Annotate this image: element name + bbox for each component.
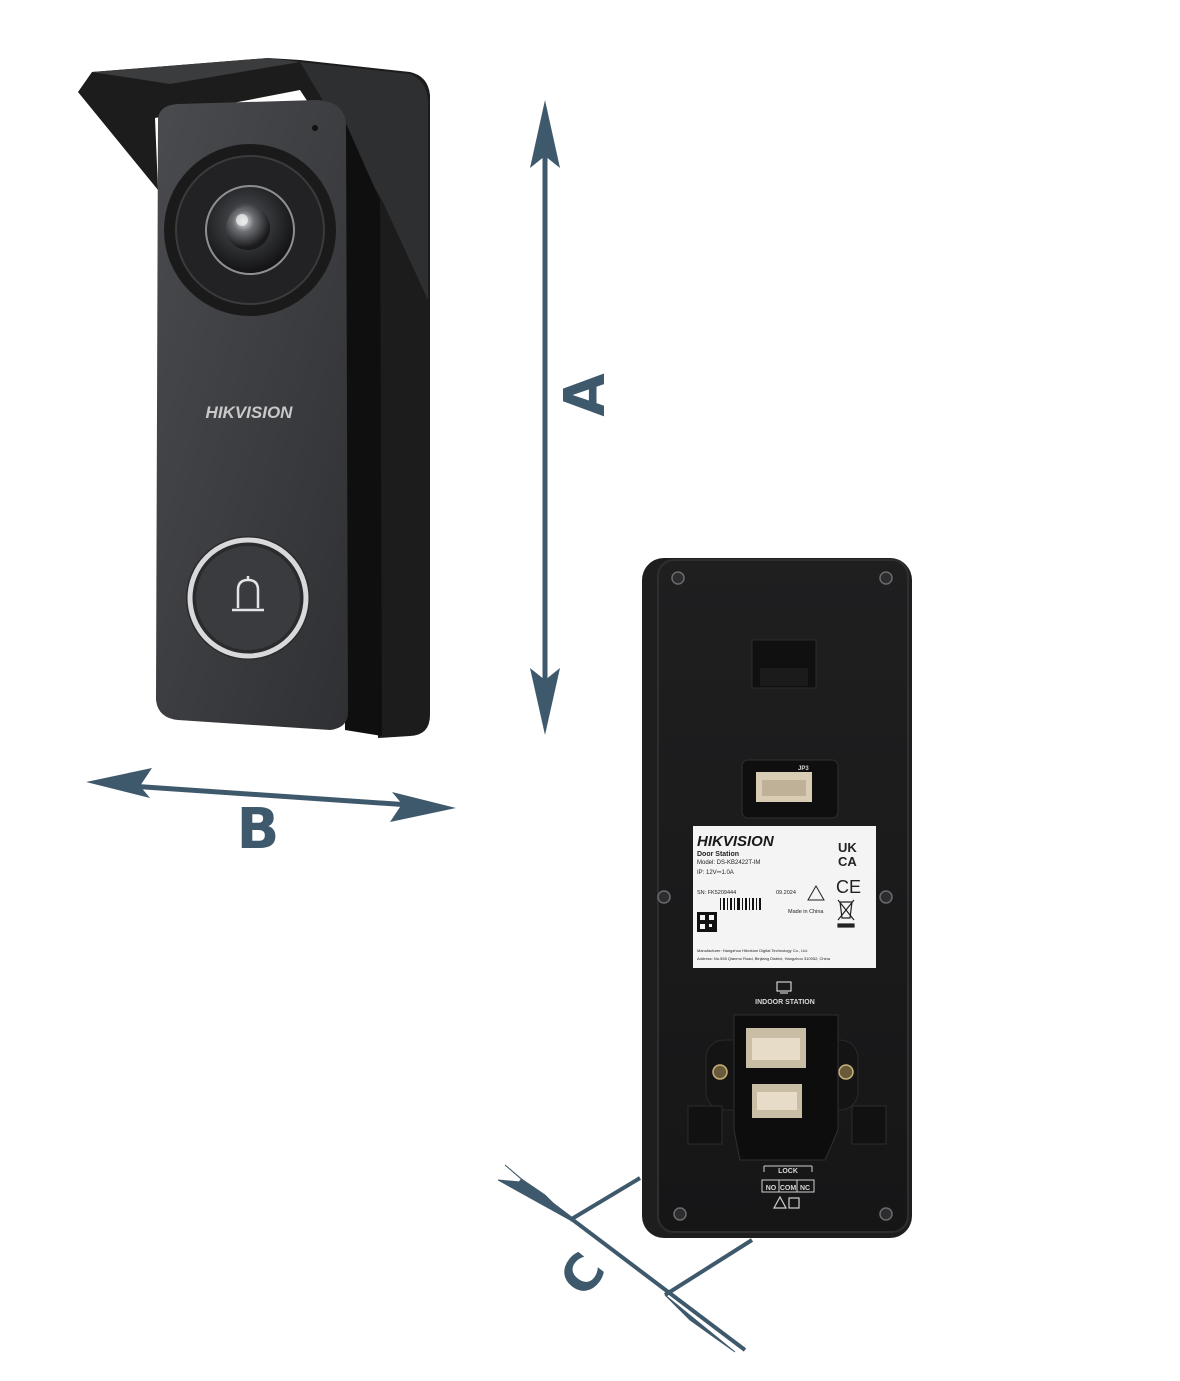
lock-marking xyxy=(761,1165,815,1209)
ce-mark: CE xyxy=(836,877,861,897)
bell-icon xyxy=(232,576,264,612)
weee-bin-icon xyxy=(837,899,855,928)
back-view: JP3 HIKVISION Door Station Model: DS-KB2… xyxy=(642,558,912,1238)
barcode xyxy=(720,898,761,910)
label-date: 09.2024 xyxy=(776,890,796,896)
jumper-label: JP3 xyxy=(798,766,809,772)
dimension-c-label: C xyxy=(548,1242,616,1307)
connector-block xyxy=(705,1014,859,1161)
indoor-station-label: INDOOR STATION xyxy=(755,999,815,1006)
dimension-b xyxy=(86,768,456,822)
monitor-icon xyxy=(776,981,792,994)
rcm-mark-icon xyxy=(807,884,825,901)
screw-icons xyxy=(657,571,893,1221)
call-button xyxy=(186,536,310,660)
label-origin: Made in China xyxy=(788,909,824,915)
label-address: Address: No.555 Qianmo Road, Binjiang Di… xyxy=(697,956,831,961)
lock-label: LOCK xyxy=(778,1168,798,1175)
camera-lens-icon xyxy=(164,125,336,316)
label-brand: HIKVISION xyxy=(697,833,775,850)
qr-code xyxy=(697,912,717,932)
dimension-a xyxy=(530,100,560,735)
ukca-mark-top: UK xyxy=(838,840,857,855)
lock-terminal-no: NO xyxy=(766,1185,777,1192)
dimension-b-label: B xyxy=(237,797,280,862)
front-brand-logo: HIKVISION xyxy=(206,403,294,422)
label-serial: SN: FK5209444 xyxy=(697,890,736,896)
lock-port xyxy=(752,1084,802,1118)
dimension-c xyxy=(497,1164,754,1353)
lock-terminal-com: COM xyxy=(780,1185,797,1192)
label-model: Model: DS-KB2422T-IM xyxy=(697,860,760,866)
indoor-station-port xyxy=(746,1028,806,1068)
label-product: Door Station xyxy=(697,851,739,858)
ukca-mark-bottom: CA xyxy=(838,854,857,869)
product-label: HIKVISION Door Station Model: DS-KB2422T… xyxy=(693,826,876,968)
label-manufacturer: Manufacturer: Hangzhou Hikvision Digital… xyxy=(697,948,808,953)
front-view: HIKVISION xyxy=(78,58,430,738)
label-power: IP: 12V⎓1.0A xyxy=(697,870,734,876)
tamper-connector: JP3 xyxy=(741,759,839,819)
warning-icon xyxy=(772,1195,800,1209)
lock-terminal-nc: NC xyxy=(800,1185,810,1192)
dimension-a-label: A xyxy=(553,373,618,417)
